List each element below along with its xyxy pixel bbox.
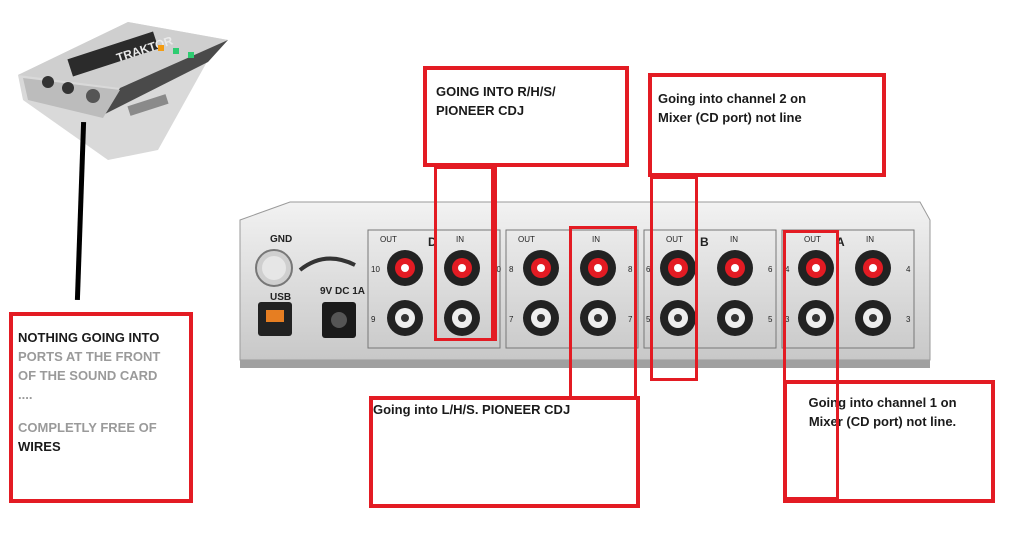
lhs-cdj-note: Going into L/H/S. PIONEER CDJ [373, 400, 638, 419]
channel1-jacks-outline [783, 230, 839, 500]
section-b-letter: B [700, 235, 709, 249]
svg-text:5: 5 [646, 315, 651, 324]
svg-text:9: 9 [371, 315, 376, 324]
svg-text:10: 10 [371, 265, 380, 274]
lhs-cdj-note-box [369, 396, 640, 508]
channel2-jacks-outline [650, 176, 698, 381]
section-d-out: OUT [380, 235, 397, 244]
front-ports-note-line2: PORTS AT THE FRONT [18, 349, 161, 364]
front-ports-note-line4: .... [18, 387, 33, 402]
channel1-note: Going into channel 1 on Mixer (CD port) … [770, 393, 995, 431]
channel2-note-line2: Mixer (CD port) not line [658, 110, 802, 125]
front-ports-note-line1: NOTHING GOING INTO [18, 330, 160, 345]
section-a-out: OUT [804, 235, 821, 244]
rhs-cdj-note: GOING INTO R/H/S/ PIONEER CDJ [436, 82, 621, 120]
svg-text:7: 7 [628, 315, 633, 324]
section-c: OUT IN 8 7 8 7 [505, 229, 639, 349]
svg-text:6: 6 [768, 265, 773, 274]
svg-text:3: 3 [785, 315, 790, 324]
sound-card-front-image: TRAKTOR [18, 22, 228, 160]
svg-text:8: 8 [628, 265, 633, 274]
channel1-note-line2: Mixer (CD port) not line. [808, 414, 957, 429]
rhs-cdj-note-line1: GOING INTO R/H/S/ [436, 84, 556, 99]
section-c-out: OUT [518, 235, 535, 244]
svg-text:5: 5 [768, 315, 773, 324]
front-ports-note: NOTHING GOING INTO PORTS AT THE FRONT OF… [18, 328, 193, 456]
lhs-cdj-note-line1: Going into L/H/S. PIONEER CDJ [373, 402, 571, 417]
section-c-in: IN [592, 235, 600, 244]
front-ports-note-line3: OF THE SOUND CARD [18, 368, 158, 383]
rhs-cdj-note-box [423, 66, 629, 167]
section-b-in: IN [730, 235, 738, 244]
section-a: OUT A IN 4 3 4 3 [781, 229, 915, 349]
svg-text:6: 6 [646, 265, 651, 274]
svg-text:4: 4 [906, 265, 911, 274]
power-label: 9V DC 1A [320, 286, 365, 297]
section-d: OUT D IN 10 9 10 9 [367, 229, 501, 349]
channel2-note-box [648, 73, 886, 177]
svg-text:3: 3 [906, 315, 911, 324]
lhs-cdj-jacks-outline [569, 226, 637, 400]
section-d-in: IN [456, 235, 464, 244]
svg-text:7: 7 [509, 315, 514, 324]
channel1-note-line1: Going into channel 1 on [808, 395, 957, 410]
section-d-letter: D [428, 235, 437, 249]
sound-card-rear-panel: GND USB 9V DC 1A OUT D IN 10 9 10 9 OUT … [239, 201, 931, 368]
section-b: OUT B IN 6 5 6 5 [643, 229, 777, 349]
section-a-letter: A [836, 235, 845, 249]
svg-text:4: 4 [785, 265, 790, 274]
section-a-in: IN [866, 235, 874, 244]
front-ports-note-line6: WIRES [18, 439, 61, 454]
rhs-cdj-connector [491, 166, 494, 341]
front-ports-note-box [9, 312, 193, 503]
channel2-note: Going into channel 2 on Mixer (CD port) … [658, 89, 883, 127]
rhs-cdj-note-line2: PIONEER CDJ [436, 103, 525, 118]
channel2-note-line1: Going into channel 2 on [658, 91, 807, 106]
svg-text:8: 8 [509, 265, 514, 274]
gnd-label: GND [270, 234, 292, 245]
front-ports-note-line5: COMPLETLY FREE OF [18, 420, 157, 435]
section-b-out: OUT [666, 235, 683, 244]
rhs-cdj-jacks-outline [434, 166, 497, 341]
usb-label: USB [270, 292, 291, 303]
